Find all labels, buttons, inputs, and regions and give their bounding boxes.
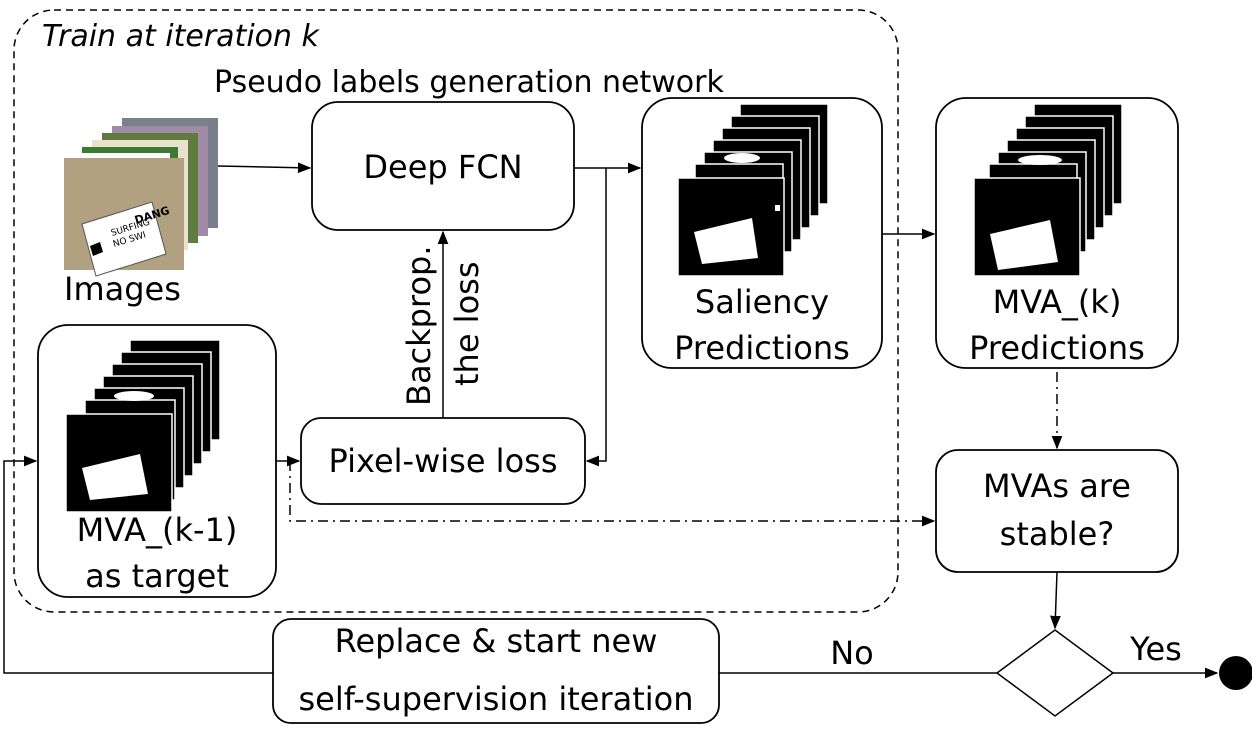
backprop-label-line2: the loss	[448, 262, 486, 387]
frame-title: Train at iteration k	[42, 19, 321, 54]
mva-prev-label-line1: MVA_(k-1)	[77, 511, 238, 549]
replace-box	[272, 618, 720, 724]
saliency-label-line2: Predictions	[674, 329, 850, 367]
replace-label-line1: Replace & start new	[335, 622, 658, 660]
images-label: Images	[64, 270, 181, 308]
arrow-fcn-to-loss	[585, 168, 607, 467]
mva-prev-mask-stack	[65, 339, 221, 513]
deep-fcn-box	[311, 101, 575, 231]
training-frame	[13, 9, 899, 613]
deep-fcn-label: Deep FCN	[363, 148, 522, 186]
replace-label-line2: self-supervision iteration	[298, 680, 693, 718]
backprop-label-line1: Backprop.	[400, 245, 438, 406]
saliency-label-line1: Saliency	[695, 283, 829, 321]
mva-k-label-line2: Predictions	[969, 329, 1145, 367]
stable-label-line1: MVAs are	[983, 467, 1131, 505]
arrow-images-to-fcn	[217, 162, 312, 174]
saliency-mask-stack	[677, 103, 829, 277]
arrow-stable-to-decision	[1050, 571, 1061, 630]
stable-label-line2: stable?	[1000, 515, 1115, 553]
mva-k-mask-stack	[973, 103, 1123, 277]
connectors	[3, 162, 1219, 679]
end-node	[1219, 656, 1252, 690]
decision-yes-label: Yes	[1129, 630, 1182, 668]
decision-diamond	[995, 629, 1115, 717]
images-stack: DANG SURFING NO SWI	[64, 118, 218, 277]
arrow-target-to-stable	[289, 461, 936, 527]
mva-k-label-line1: MVA_(k)	[993, 283, 1122, 321]
pixel-loss-label: Pixel-wise loss	[329, 442, 558, 480]
network-caption: Pseudo labels generation network	[214, 65, 724, 100]
mva-prev-label-line2: as target	[85, 557, 229, 595]
arrow-replace-to-target	[3, 455, 273, 674]
decision-no-label: No	[830, 634, 874, 672]
warning-sign-picture: DANG SURFING NO SWI	[81, 201, 171, 277]
